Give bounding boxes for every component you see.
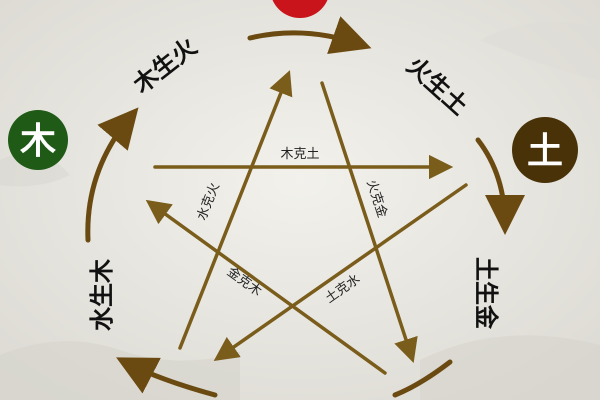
arrow-metal-to-water (116, 357, 218, 398)
label-fire-generates-earth: 火生土 (401, 52, 473, 121)
line-water-overcomes-fire (178, 70, 293, 350)
earth-badge: 土 (512, 117, 578, 183)
wood-badge: 木 (8, 110, 68, 170)
wood-badge-label: 木 (20, 121, 56, 162)
line-earth-overcomes-water (213, 183, 468, 362)
label-earth-overcomes-water: 土克水 (323, 272, 364, 307)
overcoming-cycle (145, 70, 468, 375)
arrow-water-to-wood (85, 107, 139, 243)
arrow-fire-to-earth (475, 137, 525, 235)
label-water-generates-wood: 水生木 (88, 258, 116, 331)
generating-cycle (85, 16, 525, 398)
line-fire-overcomes-metal (320, 81, 418, 363)
earth-badge-label: 土 (527, 131, 563, 172)
label-wood-generates-fire: 木生火 (127, 32, 202, 99)
label-earth-generates-metal: 土生金 (472, 257, 500, 330)
label-wood-overcomes-earth: 木克土 (280, 147, 319, 162)
label-water-overcomes-fire: 水克火 (194, 181, 223, 223)
line-metal-overcomes-wood (145, 199, 387, 375)
fire-badge (272, 0, 328, 18)
arrow-wood-to-fire (247, 16, 372, 54)
arrow-earth-to-metal (392, 359, 453, 398)
label-fire-overcomes-metal: 火克金 (363, 178, 390, 220)
